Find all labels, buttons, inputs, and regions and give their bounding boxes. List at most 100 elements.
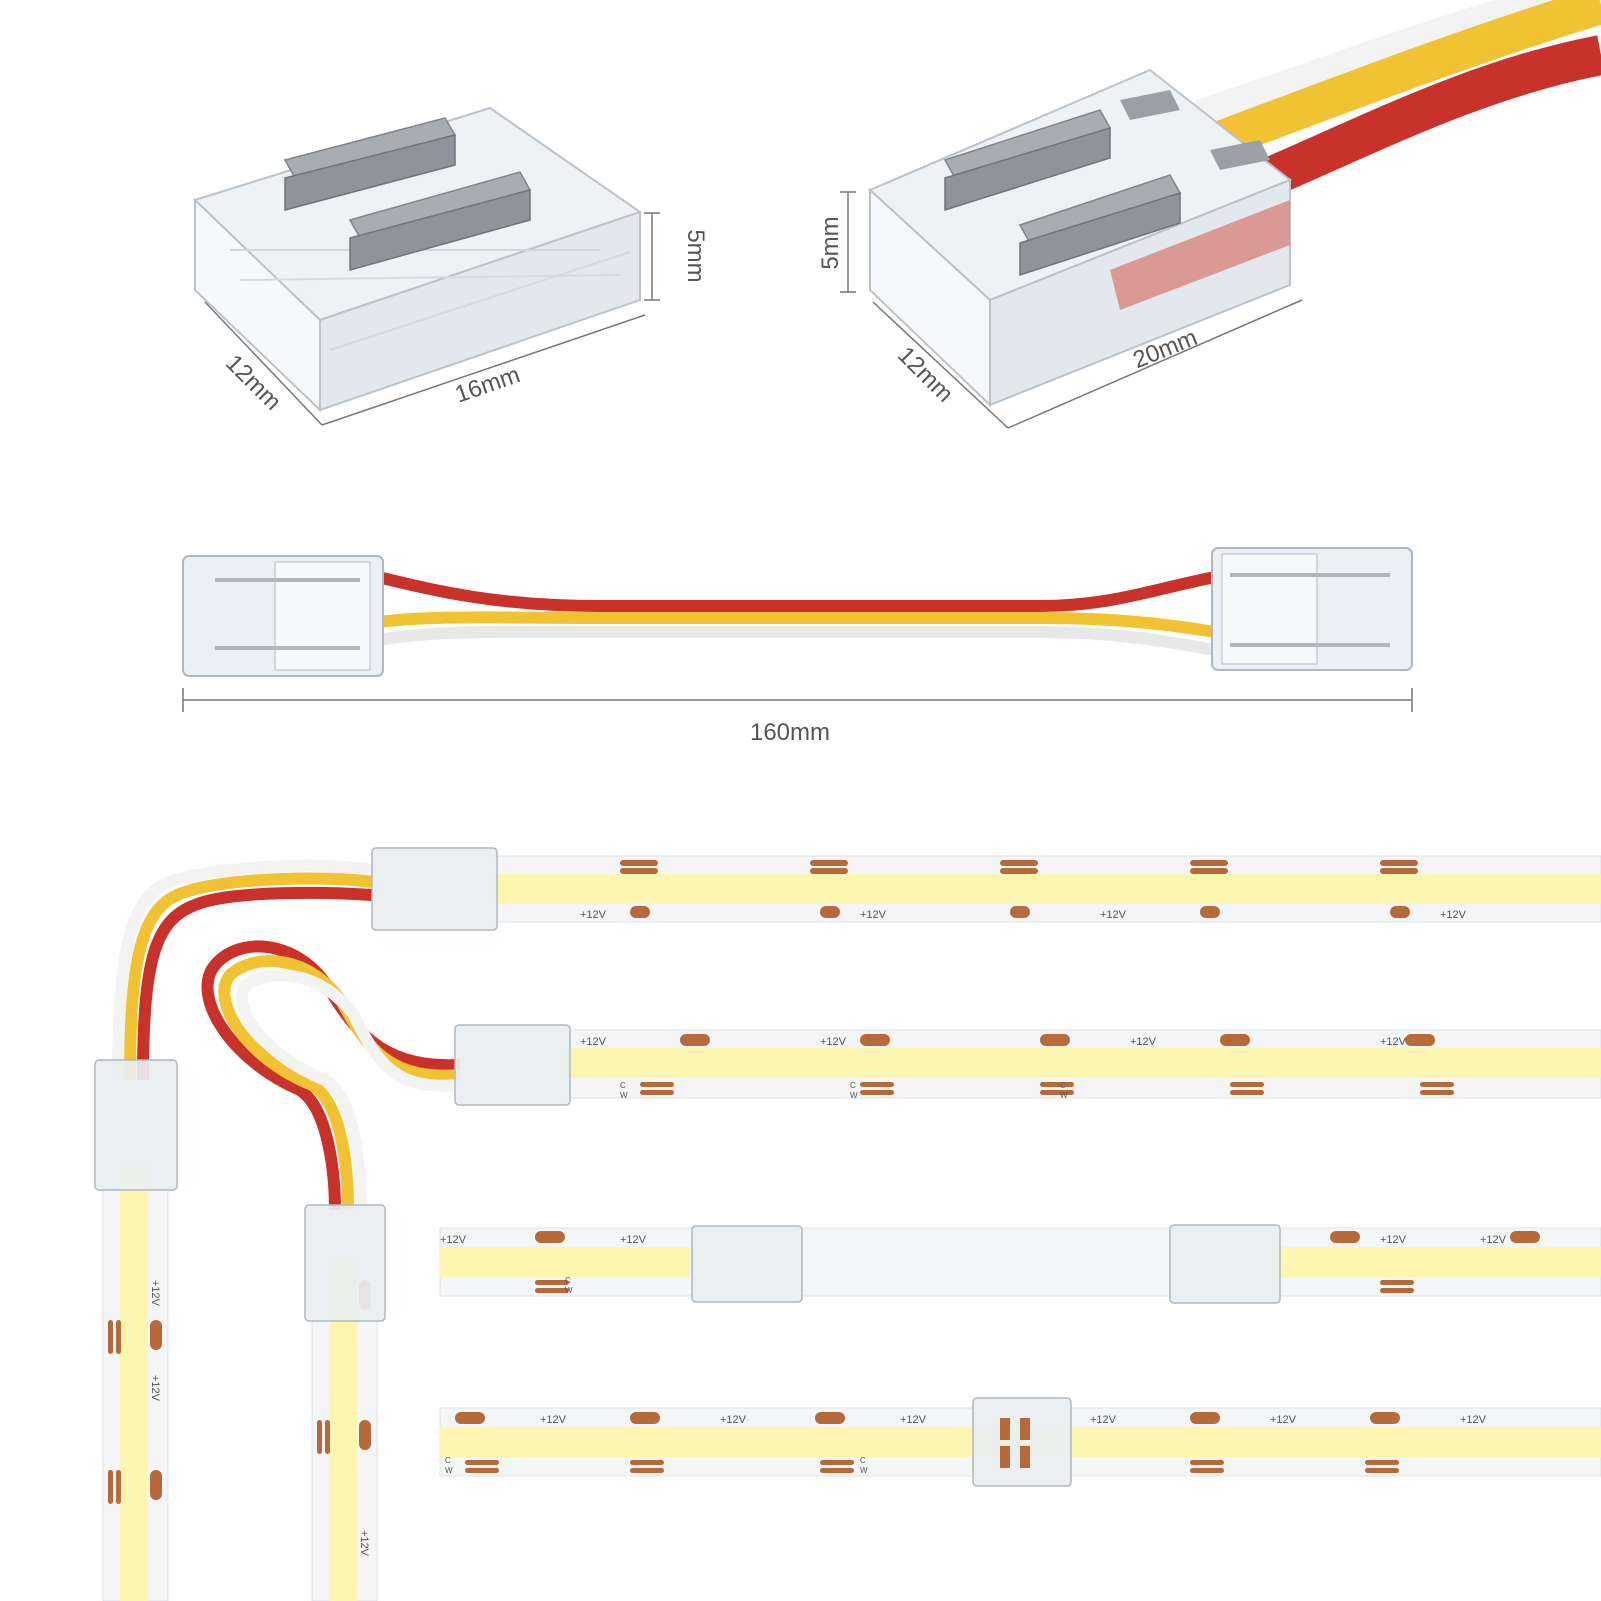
copper-pad [1380, 860, 1418, 866]
copper-pad [1000, 868, 1038, 874]
copper-pad [325, 1420, 330, 1454]
copper-pad [1380, 868, 1418, 874]
copper-pad [1200, 906, 1220, 918]
strip-voltage-label: +12V [1480, 1234, 1507, 1246]
copper-pad [1420, 1082, 1454, 1087]
strip-warm-label: W [860, 1466, 868, 1475]
strip-cold-label: C [565, 1276, 571, 1285]
dimension-lines-b [840, 191, 1303, 429]
copper-pad [1040, 1034, 1070, 1046]
strip-voltage-label: +12V [1380, 1234, 1407, 1246]
connector-wired-render [868, 0, 1601, 408]
strip-voltage-label: +12V [580, 1036, 607, 1048]
copper-pad [630, 1468, 664, 1473]
strip-voltage-label: +12V [860, 909, 887, 921]
copper-pad [1190, 868, 1228, 874]
strip-voltage-label: +12V [1100, 909, 1127, 921]
copper-pad [630, 1412, 660, 1424]
copper-pad [535, 1231, 565, 1243]
copper-pad [810, 860, 848, 866]
copper-pad [1510, 1231, 1540, 1243]
strip-voltage-label: +12V [580, 909, 607, 921]
strip-voltage-label: +12V [1090, 1414, 1117, 1426]
copper-pad [1190, 1412, 1220, 1424]
copper-pad [108, 1470, 113, 1504]
strip-voltage-label: +12V [1440, 909, 1467, 921]
dimension-line-160 [182, 688, 1413, 712]
strip-connectors [94, 847, 1281, 1487]
copper-pad [860, 1090, 894, 1095]
copper-pad [1230, 1082, 1264, 1087]
copper-pad [640, 1082, 674, 1087]
copper-pad [815, 1412, 845, 1424]
copper-pad [150, 1320, 162, 1350]
copper-pad [640, 1090, 674, 1095]
copper-pad [1380, 1288, 1414, 1293]
strip-voltage-label: +12V [1270, 1414, 1297, 1426]
copper-pad [1000, 860, 1038, 866]
strip-voltage-label: +12V [900, 1414, 927, 1426]
copper-pad [820, 1468, 854, 1473]
copper-pad [359, 1420, 371, 1450]
strip-voltage-label: +12V [1460, 1414, 1487, 1426]
copper-pad [1190, 1460, 1224, 1465]
led-strip-2 [559, 1029, 1601, 1099]
strip-voltage-label: +12V [820, 1036, 847, 1048]
copper-pads [108, 860, 1540, 1504]
copper-pad [108, 1320, 113, 1354]
strip-warm-label: W [1060, 1091, 1068, 1100]
strip-voltage-label: +12V [540, 1414, 567, 1426]
copper-pad [860, 1082, 894, 1087]
copper-pad [1220, 1034, 1250, 1046]
copper-pad [1380, 1280, 1414, 1285]
strip-cold-label: C [850, 1081, 856, 1090]
strip-voltage-label: +12V [440, 1234, 467, 1246]
copper-pad [535, 1280, 569, 1285]
strip-warm-label: W [445, 1466, 453, 1475]
copper-pad [820, 906, 840, 918]
strip-voltage-label: +12V [149, 1280, 161, 1307]
copper-pad [455, 1412, 485, 1424]
strip-cold-label: C [860, 1456, 866, 1465]
led-strip-1 [489, 855, 1601, 923]
strip-voltage-label: +12V [1130, 1036, 1157, 1048]
strip-labels: +12V +12V +12V +12V +12V +12V +12V +12V … [149, 909, 1507, 1557]
connector-2pin-render [193, 106, 643, 413]
copper-pad [810, 868, 848, 874]
copper-pad [1040, 1090, 1074, 1095]
copper-pad [1365, 1468, 1399, 1473]
strip-warm-label: W [850, 1091, 858, 1100]
copper-pad [116, 1470, 121, 1504]
copper-pad [1370, 1412, 1400, 1424]
strip-cold-label: C [620, 1081, 626, 1090]
dim-height-a: 5mm [682, 229, 709, 282]
strip-voltage-label: +12V [358, 1530, 370, 1557]
copper-pad [860, 1034, 890, 1046]
copper-pad [1365, 1460, 1399, 1465]
copper-pad [465, 1460, 499, 1465]
strip-voltage-label: +12V [1380, 1036, 1407, 1048]
dim-height-b: 5mm [817, 216, 844, 269]
copper-pad [820, 1460, 854, 1465]
copper-pad [1390, 906, 1410, 918]
copper-pad [1190, 1468, 1224, 1473]
copper-pad [1405, 1034, 1435, 1046]
strip-voltage-label: +12V [620, 1234, 647, 1246]
copper-pad [630, 906, 650, 918]
strip-voltage-label: +12V [720, 1414, 747, 1426]
copper-pad [465, 1468, 499, 1473]
copper-pad [620, 860, 658, 866]
copper-pad [680, 1034, 710, 1046]
jumper-cable [182, 547, 1413, 677]
copper-pad [1230, 1090, 1264, 1095]
copper-pad [317, 1420, 322, 1454]
copper-pad [620, 868, 658, 874]
led-strip-vertical-1 [102, 1164, 169, 1601]
strip-cold-label: C [445, 1456, 451, 1465]
dim-jumper-length: 160mm [750, 719, 830, 746]
strip-voltage-label: +12V [149, 1375, 161, 1402]
copper-pad [535, 1288, 569, 1293]
metal-contact [283, 117, 457, 211]
copper-pad [1040, 1082, 1074, 1087]
